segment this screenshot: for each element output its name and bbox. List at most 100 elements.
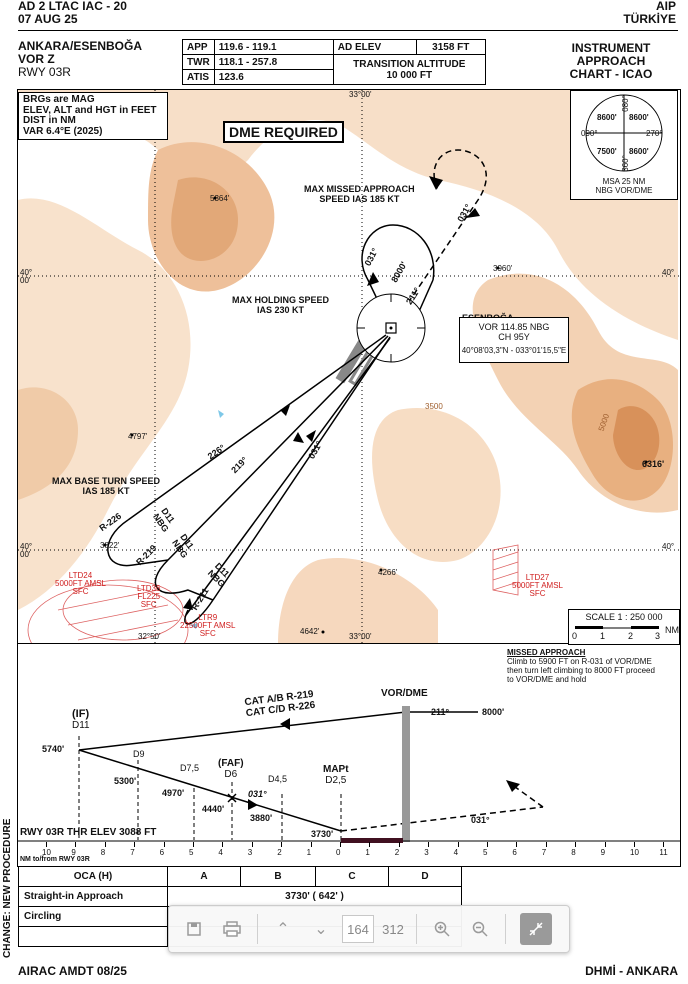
distance-tick-label: 0: [336, 848, 341, 857]
chart-title-left: ANKARA/ESENBOĞA VOR Z RWY 03R: [18, 40, 142, 79]
ltd36-sfc: SFC: [140, 600, 157, 609]
oca-header: OCA (H): [18, 866, 168, 887]
ltd24-sfc: SFC: [72, 587, 89, 596]
distance-tick-mark: [663, 842, 665, 847]
distance-tick-label: 2: [277, 848, 282, 857]
page-number-input[interactable]: 164: [342, 915, 374, 943]
distance-tick-label: 8: [100, 848, 106, 857]
twr-freq: 118.1 - 257.8: [213, 54, 334, 70]
msa-diagram: 8600' 8600' 7500' 8600' 090° 270° 080° 3…: [570, 90, 678, 200]
zoom-out-button[interactable]: [463, 912, 497, 946]
faf-label: (FAF) D6: [218, 758, 244, 780]
distance-tick-label: 10: [42, 848, 51, 857]
distance-tick-mark: [163, 842, 165, 847]
distance-tick-mark: [457, 842, 459, 847]
if-text: (IF): [72, 708, 90, 720]
footer-publisher: DHMİ - ANKARA: [585, 964, 678, 978]
doc-header-left: AD 2 LTAC IAC - 20 07 AUG 25: [18, 0, 127, 26]
thr-elev-label: RWY 03R THR ELEV 3088 FT: [20, 827, 157, 838]
distance-tick-mark: [75, 842, 77, 847]
elev-label: AD ELEV: [332, 39, 417, 55]
runway-name: RWY 03R: [18, 65, 71, 79]
save-button[interactable]: [177, 912, 211, 946]
distance-tick-label: 2: [394, 848, 400, 857]
distance-tick-label: 6: [512, 848, 517, 857]
ltd24-alt: 5000FT AMSL: [55, 579, 106, 588]
save-icon: [187, 922, 201, 936]
msa-080: 080°: [620, 95, 630, 112]
oca-cat-c: C: [315, 866, 389, 887]
previous-page-button[interactable]: ⌃: [266, 912, 300, 946]
lat-label-left-2: 40°: [20, 542, 33, 551]
airport-name: ANKARA/ESENBOĞA: [18, 39, 143, 53]
chevron-down-icon: ⌄: [314, 921, 328, 938]
ltr9-alt: 22500FT AMSL: [180, 621, 236, 630]
pdf-viewer-toolbar: ⌃ ⌄ 164 312: [168, 905, 570, 953]
distance-tick-mark: [369, 842, 371, 847]
zoom-in-icon: [434, 921, 450, 937]
d9-label: D9: [133, 749, 145, 759]
oca-empty-row: [18, 926, 168, 947]
plan-view: [17, 89, 681, 644]
max-missed-line2: SPEED IAS 185 KT: [319, 194, 400, 204]
missed-title: MISSED APPROACH: [507, 648, 586, 657]
distance-tick-label: 1: [365, 848, 370, 857]
ltd27-sfc: SFC: [529, 589, 546, 598]
max-missed-line1: MAX MISSED APPROACH: [304, 184, 415, 194]
lat-label-right-2: 40°: [662, 542, 675, 551]
distance-tick-label: 9: [600, 848, 606, 857]
distance-tick-label: 4: [453, 848, 459, 857]
next-page-button[interactable]: ⌄: [304, 912, 338, 946]
dme-required-box: DME REQUIRED: [223, 121, 344, 143]
ltr9-name: LTR9: [198, 613, 218, 622]
faf-text: (FAF): [218, 758, 244, 769]
oca-straight-value: 3730' ( 642' ): [167, 886, 462, 907]
alt-3880: 3880': [250, 813, 273, 823]
distance-tick-mark: [634, 842, 635, 847]
profile-brg-031-missed: 031°: [471, 815, 490, 825]
collapse-toolbar-button[interactable]: [520, 913, 552, 945]
if-d11: D11: [72, 720, 90, 731]
oca-cat-a: A: [167, 866, 241, 887]
header-divider: [18, 30, 678, 31]
spot-4266: 4266': [378, 568, 398, 577]
distance-tick-mark: [428, 842, 430, 847]
print-button[interactable]: [215, 912, 249, 946]
spot-6316: 6316': [642, 459, 665, 469]
print-icon: [223, 921, 241, 937]
note-var: VAR 6.4°E (2025): [23, 125, 103, 137]
msa-360: 360°: [620, 155, 630, 172]
aip-label: AIP: [655, 0, 676, 13]
max-holding-label: MAX HOLDING SPEED IAS 230 KT: [232, 295, 329, 315]
distance-tick-mark: [604, 842, 606, 847]
lat-label-left-1: 40°: [20, 268, 33, 277]
toolbar-divider-3: [505, 914, 506, 944]
distance-tick-label: 7: [541, 848, 547, 857]
d45-label: D4,5: [268, 774, 288, 784]
chart-type-line3: CHART - ICAO: [569, 67, 653, 81]
lat-label-right-1: 40°: [662, 268, 675, 277]
zoom-in-button[interactable]: [425, 912, 459, 946]
distance-tick-label: 3: [424, 848, 429, 857]
note-dist: DIST in NM: [23, 115, 76, 126]
app-label: APP: [182, 39, 215, 55]
lon-label-top: 33°00': [349, 90, 372, 99]
doc-id: AD 2 LTAC IAC - 20: [18, 0, 127, 13]
scale-2: 2: [628, 631, 634, 641]
mapt-d25: D2,5: [325, 775, 347, 786]
procedure-name: VOR Z: [18, 52, 55, 66]
alt-4970: 4970': [162, 788, 185, 798]
missed-line3: to VOR/DME and hold: [507, 675, 587, 684]
zoom-out-icon: [472, 921, 488, 937]
change-note: CHANGE: NEW PROCEDURE: [2, 818, 13, 958]
distance-tick-mark: [281, 842, 283, 847]
doc-date: 07 AUG 25: [18, 12, 78, 26]
area-ltr9: LTR9 22500FT AMSL SFC: [180, 614, 235, 638]
max-base-line1: MAX BASE TURN SPEED: [52, 476, 161, 486]
nm-axis-label: NM to/from RWY 03R: [20, 856, 90, 863]
distance-tick-label: 7: [130, 848, 135, 857]
collapse-icon: [529, 922, 543, 936]
faf-d6: D6: [224, 769, 238, 780]
distance-tick-mark: [516, 842, 518, 847]
msa-caption-2: NBG VOR/DME: [595, 186, 653, 195]
